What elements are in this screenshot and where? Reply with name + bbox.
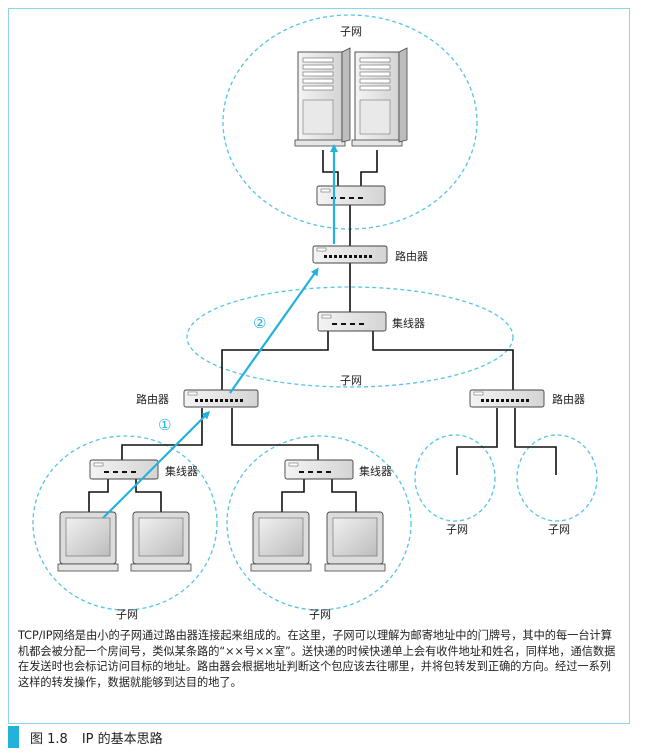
hub-middle [317,311,387,332]
subnet-label-middle: 子网 [340,374,362,387]
router-left [183,389,259,408]
subnet-bottom-center [226,435,412,611]
hub-center [284,459,354,480]
router-top [312,245,388,264]
router-label-left: 路由器 [136,392,169,406]
server-right [351,47,408,147]
figure-caption: 图 1.8 IP 的基本思路 [30,728,163,747]
figure-description: TCP/IP网络是由小的子网通过路由器连接起来组成的。在这里，子网可以理解为邮寄… [18,629,616,689]
network-diagram: 子网 路由器 集线器 子网 路由器 路由器 集线器 集线器 子网 子网 子网 子… [32,14,598,621]
figure-title: IP 的基本思路 [81,732,163,747]
hub-label-left: 集线器 [165,464,198,478]
arrow-to-router-top [229,267,319,394]
arrow-to-router-left [102,410,211,519]
computer-2 [130,511,192,572]
subnet-label-small-2: 子网 [548,523,570,536]
subnet-small-1 [414,434,496,522]
router-right [469,389,545,408]
step-1-marker: ① [158,416,171,434]
hub-left [89,459,159,480]
server-left [294,47,351,147]
figure-frame [8,8,630,724]
router-label-top: 路由器 [395,249,428,263]
computer-1 [57,511,119,572]
subnet-small-2 [516,434,598,522]
hub-label-center: 集线器 [359,464,392,478]
subnet-middle [186,286,514,388]
computer-3 [250,511,312,572]
subnet-label-bottom-center: 子网 [309,608,331,621]
figure-marker [8,726,19,748]
hub-top [316,185,386,206]
subnet-label-top: 子网 [340,25,362,38]
computer-4 [324,511,386,572]
router-label-right: 路由器 [552,392,585,406]
figure-number: 图 1.8 [30,732,68,747]
subnet-label-bottom-left: 子网 [116,608,138,621]
subnet-label-small-1: 子网 [446,523,468,536]
step-2-marker: ② [253,314,266,332]
hub-label-middle: 集线器 [392,316,425,330]
subnet-bottom-left [32,435,218,611]
